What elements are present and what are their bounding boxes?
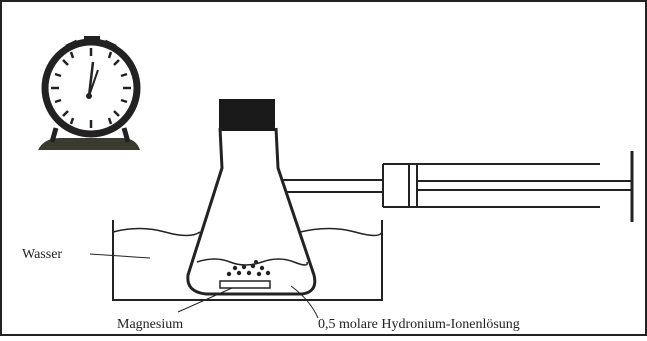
wasser-leader-line [89,253,151,259]
erlenmeyer-flask [186,99,317,296]
label-magnesium: Magnesium [117,317,183,332]
stopwatch-hand-long [87,61,95,97]
rubber-stopper [219,99,275,131]
label-wasser: Wasser [22,247,62,262]
water-surface-left [112,227,201,237]
basin-walls [112,220,383,301]
gas-syringe [282,151,634,222]
stopwatch-hub [86,93,92,99]
solution-leader-line [290,285,319,319]
flask-body [186,127,317,296]
syringe-piston [408,163,418,208]
gas-bubbles [226,260,271,277]
stopwatch-icon [38,36,141,150]
water-bath [112,220,383,301]
stopwatch-leg-right [121,127,131,143]
stopwatch-base [38,138,140,150]
label-solution: 0,5 molare Hydronium-Ionenlösung [318,317,520,332]
stopwatch-leg-left [49,127,59,143]
stopwatch-ticks [51,48,131,128]
stopwatch-hand-short [88,69,99,97]
water-surface-right [299,227,383,237]
magnesium-strip [219,280,271,289]
acid-surface [196,258,308,266]
magnesium-leader-line [177,287,233,313]
